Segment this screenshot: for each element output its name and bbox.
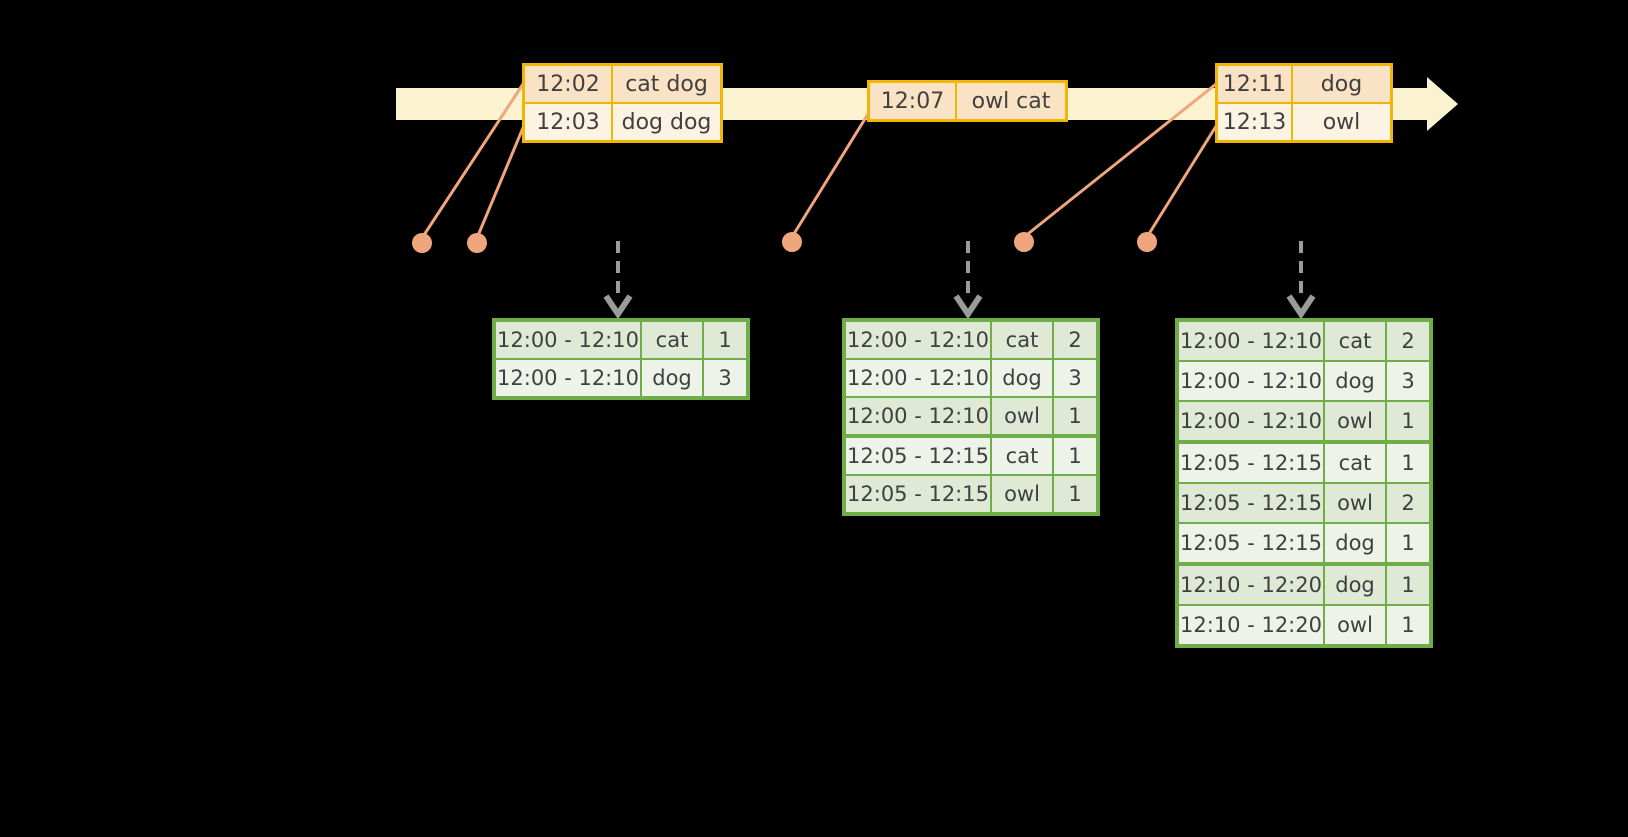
result-row: 12:05 - 12:15 owl 2 [1179,484,1429,522]
event-words: owl cat [957,83,1065,119]
result-count: 3 [704,360,746,396]
result-count: 2 [1387,322,1429,360]
arrow-down-icon [953,294,983,320]
event-time: 12:07 [870,83,955,119]
result-word: owl [992,398,1052,434]
event-words: dog [1293,66,1390,102]
result-word: owl [992,476,1052,512]
result-window: 12:10 - 12:20 [1179,566,1323,604]
result-window: 12:00 - 12:10 [846,398,990,434]
event-table-1: 12:02 cat dog 12:03 dog dog [522,63,723,143]
event-dot [1137,232,1157,252]
result-word: cat [1325,322,1385,360]
connector-line [420,83,525,239]
event-row: 12:11 dog [1218,66,1390,102]
result-word: dog [1325,566,1385,604]
connector-line [475,122,527,239]
event-dot [782,232,802,252]
event-row: 12:13 owl [1218,104,1390,140]
result-row: 12:00 - 12:10 owl 1 [846,398,1096,434]
result-count: 1 [1387,606,1429,644]
result-window: 12:05 - 12:15 [846,438,990,474]
event-time: 12:11 [1218,66,1291,102]
result-row: 12:10 - 12:20 owl 1 [1179,606,1429,644]
event-time: 12:03 [525,104,611,140]
result-word: dog [642,360,702,396]
event-dot [1014,232,1034,252]
result-count: 3 [1054,360,1096,396]
result-count: 1 [1387,566,1429,604]
result-table-1: 12:00 - 12:10 cat 1 12:00 - 12:10 dog 3 [492,318,750,400]
result-count: 1 [1054,438,1096,474]
event-row: 12:03 dog dog [525,104,720,140]
event-time: 12:02 [525,66,611,102]
result-window: 12:00 - 12:10 [1179,402,1323,440]
result-row: 12:00 - 12:10 owl 1 [1179,402,1429,440]
result-row: 12:00 - 12:10 dog 3 [496,360,746,396]
event-dot [467,233,487,253]
result-word: owl [1325,402,1385,440]
event-words: dog dog [613,104,720,140]
timeline-arrowhead-icon [1427,77,1458,131]
result-window: 12:00 - 12:10 [496,360,640,396]
event-words: owl [1293,104,1390,140]
result-row: 12:05 - 12:15 cat 1 [1179,444,1429,482]
arrow-down-icon [1286,294,1316,320]
event-time: 12:13 [1218,104,1291,140]
result-row: 12:05 - 12:15 owl 1 [846,476,1096,512]
result-count: 1 [1054,476,1096,512]
event-table-3: 12:11 dog 12:13 owl [1215,63,1393,143]
result-row: 12:00 - 12:10 cat 2 [846,322,1096,358]
result-word: cat [992,438,1052,474]
result-count: 3 [1387,362,1429,400]
result-row: 12:00 - 12:10 cat 1 [496,322,746,358]
result-window: 12:05 - 12:15 [1179,524,1323,562]
connector-line [1023,82,1217,239]
result-row: 12:00 - 12:10 cat 2 [1179,322,1429,360]
result-window: 12:05 - 12:15 [846,476,990,512]
result-table-3: 12:00 - 12:10 cat 2 12:00 - 12:10 dog 3 … [1175,318,1433,648]
result-window: 12:00 - 12:10 [846,322,990,358]
result-row: 12:10 - 12:20 dog 1 [1179,566,1429,604]
result-word: dog [1325,524,1385,562]
result-word: dog [1325,362,1385,400]
result-table-2: 12:00 - 12:10 cat 2 12:00 - 12:10 dog 3 … [842,318,1100,516]
result-window: 12:10 - 12:20 [1179,606,1323,644]
result-row: 12:00 - 12:10 dog 3 [846,360,1096,396]
arrow-down-icon [603,294,633,320]
result-window: 12:05 - 12:15 [1179,484,1323,522]
result-word: dog [992,360,1052,396]
result-row: 12:05 - 12:15 dog 1 [1179,524,1429,562]
result-word: owl [1325,484,1385,522]
event-words: cat dog [613,66,720,102]
result-count: 1 [1387,524,1429,562]
connector-line [790,113,870,238]
connector-line [1145,122,1220,238]
result-count: 1 [1387,402,1429,440]
result-row: 12:00 - 12:10 dog 3 [1179,362,1429,400]
result-word: cat [1325,444,1385,482]
event-dot [412,233,432,253]
result-window: 12:05 - 12:15 [1179,444,1323,482]
result-window: 12:00 - 12:10 [1179,322,1323,360]
result-count: 1 [1387,444,1429,482]
result-word: cat [992,322,1052,358]
result-count: 1 [704,322,746,358]
result-word: cat [642,322,702,358]
event-row: 12:07 owl cat [870,83,1065,119]
result-window: 12:00 - 12:10 [846,360,990,396]
result-window: 12:00 - 12:10 [1179,362,1323,400]
event-table-2: 12:07 owl cat [867,80,1068,122]
result-word: owl [1325,606,1385,644]
result-row: 12:05 - 12:15 cat 1 [846,438,1096,474]
event-row: 12:02 cat dog [525,66,720,102]
result-window: 12:00 - 12:10 [496,322,640,358]
result-count: 2 [1054,322,1096,358]
result-count: 1 [1054,398,1096,434]
result-count: 2 [1387,484,1429,522]
